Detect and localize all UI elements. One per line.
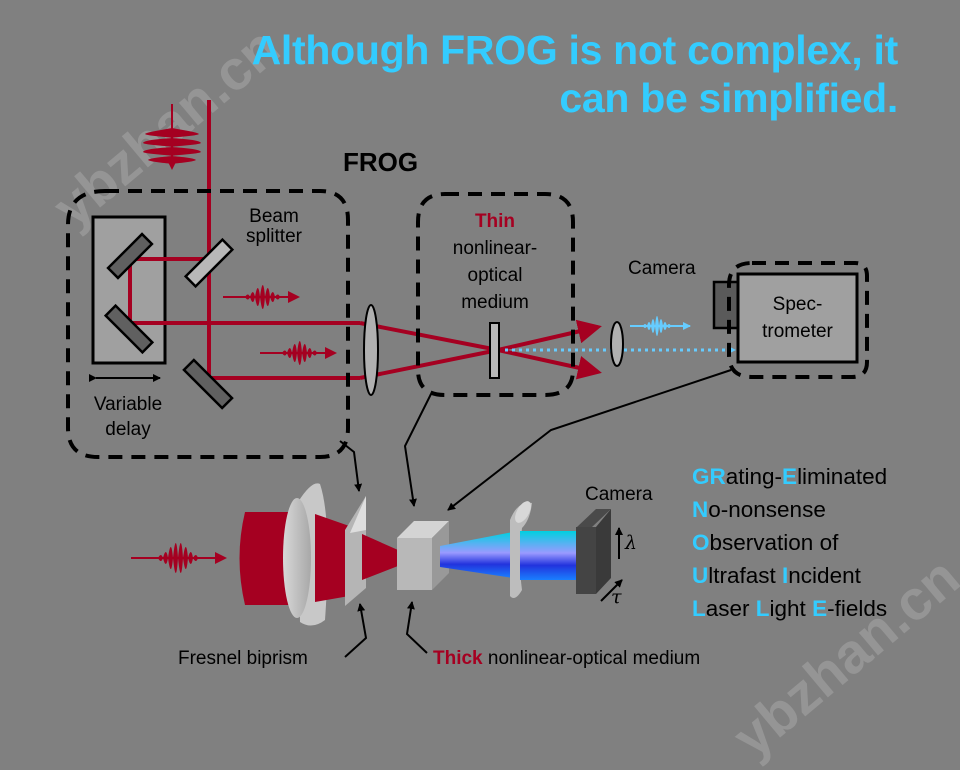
signal-pulse-icon xyxy=(630,316,691,336)
pulse-icon-lower xyxy=(260,341,337,365)
imaging-lens xyxy=(510,501,532,598)
thick-medium-rest: nonlinear-optical medium xyxy=(482,648,701,669)
acronym-line: No-nonsense xyxy=(692,493,887,526)
thin-medium-line-3: medium xyxy=(461,292,529,313)
variable-delay-label-line-1: Variable xyxy=(93,394,163,415)
crossing-beam-upper xyxy=(359,321,499,352)
collimating-lens xyxy=(610,321,624,367)
variable-delay-label: Variable delay xyxy=(78,392,178,442)
biprism-pointer xyxy=(344,603,368,658)
grenouille-input-pulse-icon xyxy=(131,543,227,573)
acronym-text: o-nonsense xyxy=(708,497,826,522)
thin-medium-line-1: nonlinear- xyxy=(452,238,538,259)
thin-crystal xyxy=(489,322,500,379)
spectrometer-label-line-2: trometer xyxy=(762,321,833,342)
signal-beam-collimated xyxy=(520,531,578,580)
thin-emphasis: Thin xyxy=(474,211,516,232)
optics-diagram xyxy=(66,100,869,658)
acronym-line: GRating-Eliminated xyxy=(692,460,887,493)
acronym-text: aser xyxy=(705,596,756,621)
thin-medium-line-2: optical xyxy=(467,265,523,286)
thick-emphasis: Thick xyxy=(433,648,483,669)
title-line-1: Although FROG is not complex, it xyxy=(251,27,899,73)
acronym-text: -fields xyxy=(827,596,888,621)
pulse-icon-upper xyxy=(223,285,300,309)
acronym-letter: I xyxy=(782,563,789,588)
signal-fan xyxy=(440,532,513,578)
exit-beam-upper xyxy=(497,319,602,352)
delay-mirror-top xyxy=(106,232,154,280)
acronym-text: liminated xyxy=(797,464,888,489)
beam-splitter xyxy=(183,237,235,289)
fresnel-biprism xyxy=(345,496,366,606)
acronym-letter: E xyxy=(782,464,798,489)
delay-mirror-bottom xyxy=(103,303,155,355)
acronym-text: bservation of xyxy=(709,530,839,555)
acronym-text: ating- xyxy=(725,464,783,489)
exit-beam-lower xyxy=(497,348,602,380)
acronym-letter: GR xyxy=(692,464,726,489)
lambda-label: λ xyxy=(625,532,638,554)
acronym-line: Ultrafast Incident xyxy=(692,559,887,592)
spectrometer-region xyxy=(727,261,869,379)
tau-axis-arrow xyxy=(600,579,623,602)
frog-camera-label: Camera xyxy=(628,258,696,279)
crossing-beam-lower xyxy=(359,348,499,380)
acronym-letter: U xyxy=(692,563,709,588)
beam-splitter-label-line-2: splitter xyxy=(246,226,302,247)
thick-medium-label: Thick nonlinear-optical medium xyxy=(433,648,793,670)
thick-crystal xyxy=(397,521,449,590)
frog-camera xyxy=(712,280,740,330)
beam-splitter-label-line-1: Beam xyxy=(249,206,299,227)
acronym-line: Observation of xyxy=(692,526,887,559)
delay-arm-beam xyxy=(128,257,360,325)
focusing-lens xyxy=(363,304,379,396)
acronym-letter: L xyxy=(755,596,770,621)
fold-mirror xyxy=(182,358,234,410)
frog-heading: FROG xyxy=(343,147,419,177)
spectrometer-box xyxy=(736,272,859,364)
biprism-output-beam xyxy=(362,534,398,580)
grenouille-camera-label: Camera xyxy=(585,484,653,505)
thin-medium-region xyxy=(416,192,575,397)
connector-interferometer-to-biprism xyxy=(339,440,363,492)
spectrometer-label-line-1: Spec- xyxy=(772,294,823,315)
connector-spectrometer-to-camera xyxy=(447,369,732,511)
thin-medium-label: Thin nonlinear- optical medium xyxy=(430,208,560,316)
tau-label: τ xyxy=(611,586,622,608)
acronym-line: Laser Light E-fields xyxy=(692,592,887,625)
page-title: Although FROG is not complex, it can be … xyxy=(98,26,899,122)
input-pulse-icon xyxy=(143,104,201,170)
acronym-letter: E xyxy=(812,596,828,621)
beam-splitter-label: Beam splitter xyxy=(232,206,316,248)
acronym-letter: N xyxy=(692,497,709,522)
spectrometer-label: Spec- trometer xyxy=(740,291,855,345)
variable-delay-label-line-2: delay xyxy=(105,419,151,440)
connector-thin-to-thick xyxy=(403,393,432,507)
acronym-letter: O xyxy=(692,530,710,555)
acronym-text: ltrafast xyxy=(708,563,783,588)
interferometer-region xyxy=(66,189,350,459)
acronym-text: ight xyxy=(769,596,813,621)
thick-medium-pointer xyxy=(405,601,428,654)
acronym-text: ncident xyxy=(788,563,861,588)
title-line-2: can be simplified. xyxy=(559,75,898,121)
acronym-letter: L xyxy=(692,596,706,621)
grenouille-camera xyxy=(576,509,611,594)
fresnel-biprism-label: Fresnel biprism xyxy=(178,648,308,669)
